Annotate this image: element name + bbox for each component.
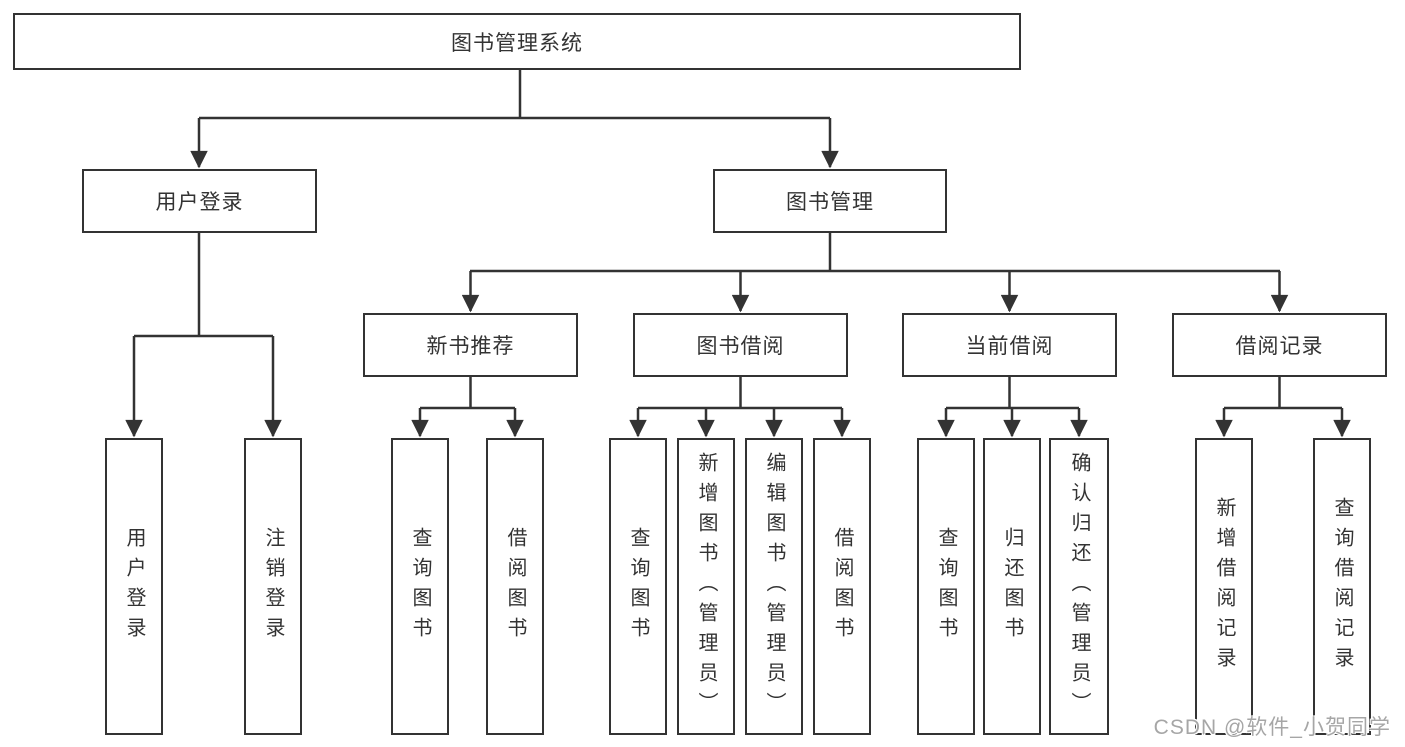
node-book-borrow: 图书借阅 <box>633 313 848 377</box>
node-root-label: 图书管理系统 <box>451 31 583 55</box>
leaf-edit-books-admin: 编辑图书（管理员） <box>745 438 803 735</box>
node-current-borrow: 当前借阅 <box>902 313 1117 377</box>
leaf-borrow-books: 借阅图书 <box>813 438 871 735</box>
leaf-confirm-return-admin: 确认归还（管理员） <box>1049 438 1109 735</box>
leaf-logout: 注销登录 <box>244 438 302 735</box>
node-new-book-recommend: 新书推荐 <box>363 313 578 377</box>
leaf-add-books-admin: 新增图书（管理员） <box>677 438 735 735</box>
node-borrow-records-label: 借阅记录 <box>1235 335 1324 358</box>
node-book-management: 图书管理 <box>713 169 947 233</box>
node-user-login: 用户登录 <box>82 169 317 233</box>
node-new-book-recommend-label: 新书推荐 <box>426 335 515 358</box>
leaf-query-books-current: 查询图书 <box>917 438 975 735</box>
leaf-user-login: 用户登录 <box>105 438 163 735</box>
node-root-system: 图书管理系统 <box>13 13 1021 70</box>
node-current-borrow-label: 当前借阅 <box>965 335 1054 358</box>
leaf-query-books-recommend: 查询图书 <box>391 438 449 735</box>
node-user-login-label: 用户登录 <box>155 191 244 214</box>
node-borrow-records: 借阅记录 <box>1172 313 1387 377</box>
node-book-management-label: 图书管理 <box>786 191 874 214</box>
leaf-query-books-borrow: 查询图书 <box>609 438 667 735</box>
leaf-borrow-books-recommend: 借阅图书 <box>486 438 544 735</box>
leaf-return-books: 归还图书 <box>983 438 1041 735</box>
csdn-watermark: CSDN @软件_小贺同学 <box>1153 716 1391 739</box>
leaf-query-borrow-record: 查询借阅记录 <box>1313 438 1371 735</box>
node-book-borrow-label: 图书借阅 <box>696 335 785 358</box>
leaf-add-borrow-record: 新增借阅记录 <box>1195 438 1253 735</box>
